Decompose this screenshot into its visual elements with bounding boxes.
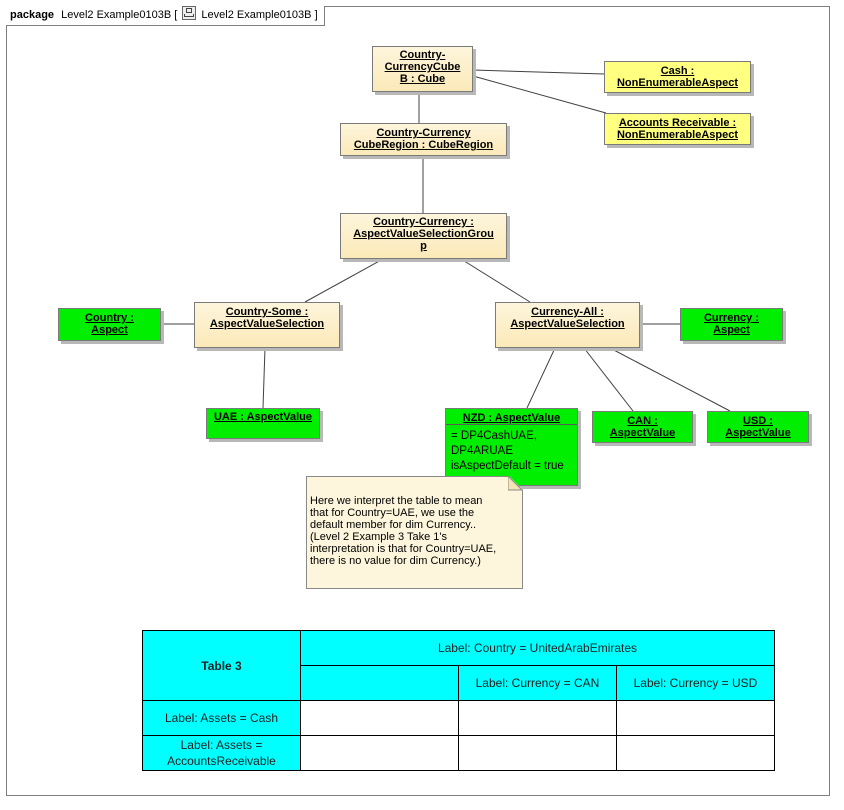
nzd-title: NZD : AspectValue	[446, 409, 577, 425]
currency-all-node[interactable]: Currency-All : AspectValueSelection	[495, 302, 640, 348]
aspect-value-selection-group-node[interactable]: Country-Currency : AspectValueSelectionG…	[340, 213, 507, 259]
diagram-icon	[182, 6, 197, 20]
cash-aspect-node[interactable]: Cash : NonEnumerableAspect	[604, 61, 751, 93]
currency-can-header-cell: Label: Currency = CAN	[458, 665, 617, 701]
comment-note[interactable]: Here we interpret the table to mean that…	[306, 476, 523, 589]
package-tab: package Level2 Example0103B [ Level2 Exa…	[6, 6, 325, 26]
country-aspect-node[interactable]: Country : Aspect	[58, 308, 161, 341]
nzd-aspect-value-node[interactable]: NZD : AspectValue = DP4CashUAE, DP4ARUAE…	[445, 408, 578, 486]
uae-aspect-value-node[interactable]: UAE : AspectValue	[206, 408, 320, 439]
edge-country-some-uae	[262, 347, 266, 409]
edge-currency-all-nzd	[526, 347, 556, 409]
edge-currency-all-can	[583, 347, 634, 412]
table-cell[interactable]	[458, 735, 617, 771]
cube-node[interactable]: Country- CurrencyCube B : Cube	[372, 46, 473, 92]
usd-aspect-value-node[interactable]: USD : AspectValue	[707, 411, 809, 443]
edge-group-currency-all	[460, 258, 531, 303]
country-header-cell: Label: Country = UnitedArabEmirates	[300, 630, 775, 666]
edge-currency-all-usd	[609, 347, 731, 412]
package-inner-name: Level2 Example0103B	[201, 9, 312, 21]
table-cell[interactable]	[616, 700, 775, 736]
row-label-accounts-receivable: Label: Assets = AccountsReceivable	[142, 735, 301, 771]
currency-usd-header-cell: Label: Currency = USD	[616, 665, 775, 701]
edge-group-country-some	[304, 258, 384, 303]
table-cell[interactable]	[300, 735, 459, 771]
table-cell[interactable]	[458, 700, 617, 736]
cube-region-node[interactable]: Country-Currency CubeRegion : CubeRegion	[340, 123, 507, 156]
package-frame	[6, 6, 830, 796]
table-title-cell: Table 3	[142, 630, 301, 701]
accounts-receivable-aspect-node[interactable]: Accounts Receivable : NonEnumerableAspec…	[604, 113, 751, 145]
table-cell[interactable]	[616, 735, 775, 771]
package-keyword: package	[10, 9, 55, 21]
currency-aspect-node[interactable]: Currency : Aspect	[680, 308, 783, 341]
nzd-slots: = DP4CashUAE, DP4ARUAE isAspectDefault =…	[451, 430, 564, 472]
row-label-cash: Label: Assets = Cash	[142, 700, 301, 736]
country-some-node[interactable]: Country-Some : AspectValueSelection	[194, 302, 340, 348]
table-cell[interactable]	[300, 700, 459, 736]
package-name: Level2 Example0103B	[61, 9, 172, 21]
can-aspect-value-node[interactable]: CAN : AspectValue	[592, 411, 693, 443]
edge-cube-cash	[472, 69, 605, 75]
note-fold-corner	[508, 476, 523, 491]
blank-header-cell	[300, 665, 459, 701]
table-3: Table 3 Label: Country = UnitedArabEmira…	[142, 630, 775, 771]
edge-cube-accounts-receivable	[472, 75, 607, 114]
